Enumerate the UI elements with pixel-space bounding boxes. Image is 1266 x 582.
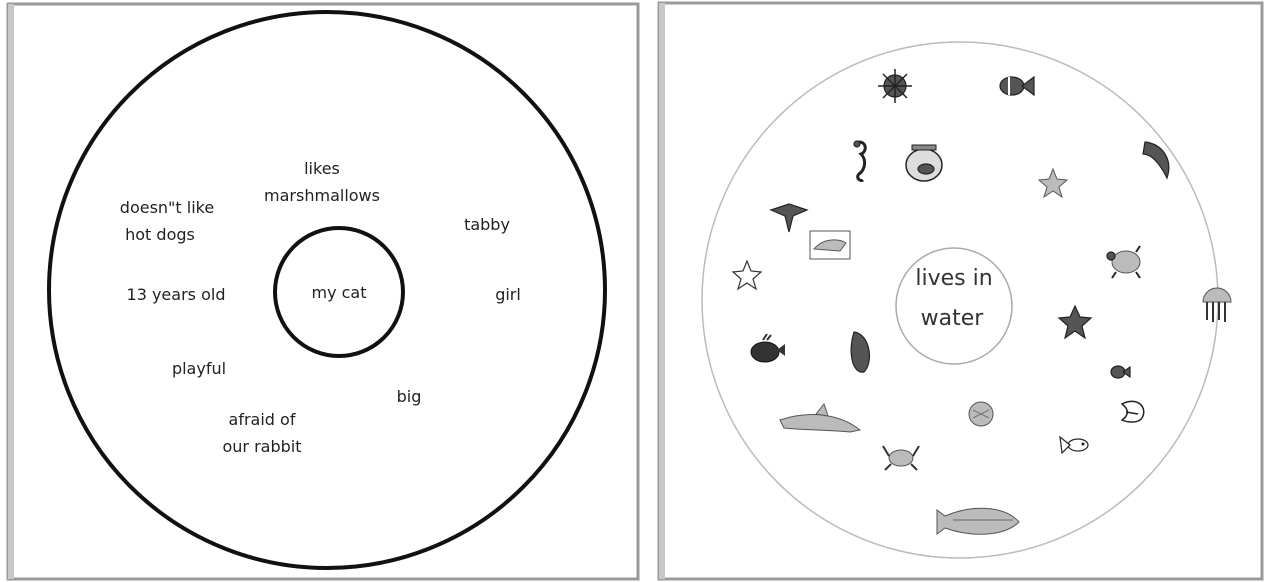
big-fish-icon <box>937 508 1019 534</box>
trait-rabbit-2: our rabbit <box>222 437 301 456</box>
swimming-fish-icon <box>1060 437 1088 453</box>
trait-hotdogs-2: hot dogs <box>125 225 195 244</box>
tropical-fish-icon <box>1000 77 1034 95</box>
small-fish-icon <box>1111 366 1130 378</box>
center-label-line2: water <box>921 306 985 331</box>
trait-big: big <box>397 387 422 406</box>
fishbowl-icon <box>906 145 942 181</box>
trait-playful: playful <box>172 359 226 378</box>
outer-circle <box>702 42 1218 558</box>
center-label: my cat <box>311 283 366 302</box>
trait-hotdogs-1: doesn"t like <box>120 198 214 217</box>
trait-girl: girl <box>495 285 521 304</box>
dolphin-icon <box>780 404 860 432</box>
striped-fish-icon <box>1122 401 1144 422</box>
starfish-outline-icon <box>733 261 761 289</box>
dolphin-jump-icon <box>1143 142 1169 178</box>
seahorse-icon <box>854 141 865 181</box>
shark-icon <box>810 231 850 259</box>
trait-rabbit-1: afraid of <box>229 410 296 429</box>
trait-age: 13 years old <box>127 285 226 304</box>
mussel-icon <box>851 332 869 372</box>
manta-ray-icon <box>771 204 807 232</box>
trait-tabby: tabby <box>464 215 510 234</box>
center-label-line1: lives in <box>915 266 992 291</box>
whale-icon <box>751 334 785 362</box>
starfish-light-icon <box>1039 169 1067 197</box>
sea-urchin-icon <box>878 69 912 103</box>
left-frame-edge <box>8 4 14 579</box>
cat-circle-map-panel: my cat likes marshmallows doesn"t like h… <box>0 0 646 582</box>
right-frame <box>659 3 1262 579</box>
water-circle-map: lives in water <box>655 0 1266 582</box>
trait-likes-1: likes <box>304 159 340 178</box>
right-frame-edge <box>659 3 665 579</box>
cat-circle-map: my cat likes marshmallows doesn"t like h… <box>0 0 646 582</box>
clam-icon <box>969 402 993 426</box>
turtle-icon <box>1107 246 1140 278</box>
water-circle-map-panel: lives in water <box>655 0 1266 582</box>
trait-likes-2: marshmallows <box>264 186 380 205</box>
starfish-dark-icon <box>1059 306 1091 338</box>
crab-icon <box>883 446 919 470</box>
